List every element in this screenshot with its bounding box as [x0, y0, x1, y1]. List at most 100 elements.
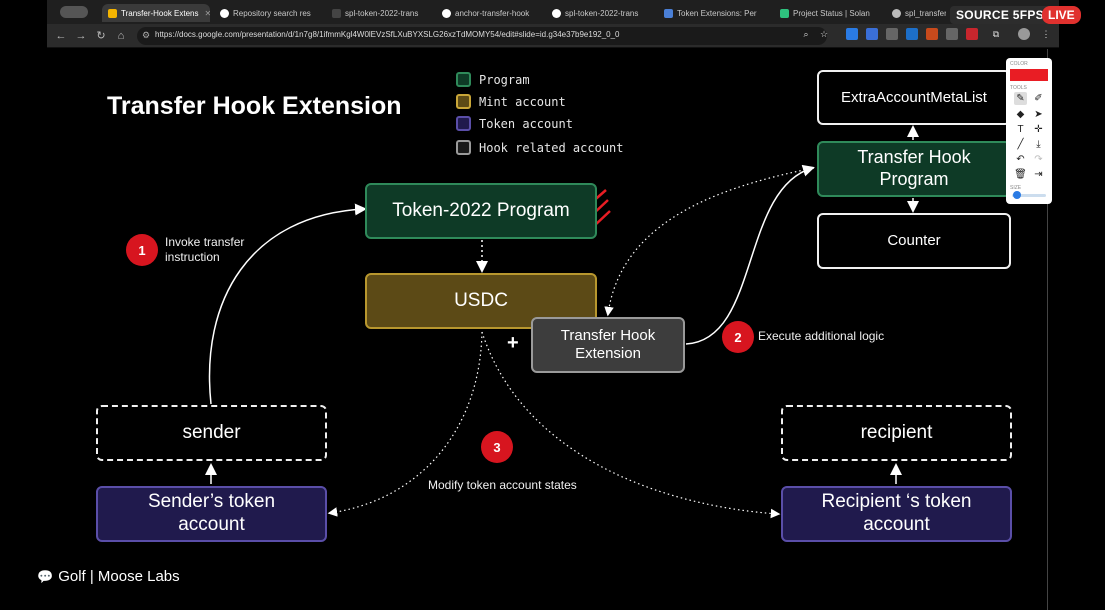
- legend-swatch: [456, 72, 471, 87]
- tab-label: Token Extensions: Per: [677, 8, 757, 18]
- extension-blue-icon[interactable]: [906, 28, 918, 40]
- tab-project-status[interactable]: Project Status | Solan: [774, 4, 884, 22]
- tab-label: Repository search res: [233, 8, 311, 18]
- size-slider-knob[interactable]: [1013, 191, 1021, 199]
- tab-spl-token-2[interactable]: spl-token-2022-trans: [546, 4, 652, 22]
- slides-icon: [108, 8, 117, 18]
- extensions-puzzle-icon[interactable]: ⧉: [992, 29, 1000, 39]
- step-note-2: Execute additional logic: [758, 329, 885, 343]
- size-slider[interactable]: [1012, 194, 1046, 197]
- live-badge: LIVE: [1042, 6, 1081, 24]
- tab-token-extensions[interactable]: Token Extensions: Per: [658, 4, 770, 22]
- legend-item-token: Token account: [456, 116, 573, 131]
- tab-label: spl_transfer_h: [905, 8, 946, 18]
- legend-swatch: [456, 116, 471, 131]
- chat-icon: 💬: [37, 568, 54, 584]
- color-swatch[interactable]: [1010, 69, 1048, 81]
- tool-color-label: COLOR: [1010, 61, 1028, 67]
- legend-swatch: [456, 140, 471, 155]
- github-icon: [552, 8, 561, 18]
- exit-icon[interactable]: ⇥: [1034, 169, 1043, 180]
- stream-footer: 💬 Golf | Moose Labs: [37, 568, 180, 585]
- extension-pen-icon[interactable]: [846, 28, 858, 40]
- arrow-hookprogram-to-ext: [604, 167, 815, 317]
- box-recipient: recipient: [781, 405, 1012, 461]
- legend-label: Token account: [479, 116, 573, 131]
- tab-search-button[interactable]: [60, 6, 88, 18]
- trash-icon[interactable]: 🗑: [1014, 169, 1027, 180]
- legend-item-mint: Mint account: [456, 94, 566, 109]
- legend-item-hook: Hook related account: [456, 140, 624, 155]
- tools-label: TOOLS: [1010, 85, 1027, 91]
- zoom-icon[interactable]: ⌕: [803, 29, 809, 39]
- undo-icon[interactable]: ↶: [1016, 154, 1025, 165]
- eraser-icon[interactable]: ◆: [1016, 109, 1025, 120]
- download-icon[interactable]: ⤓: [1036, 139, 1041, 150]
- tab-label: Project Status | Solan: [793, 8, 870, 18]
- footer-text: Golf | Moose Labs: [58, 568, 180, 585]
- extension-shield-icon[interactable]: [946, 28, 958, 40]
- step-badge-3: 3: [481, 431, 513, 463]
- tab-repo-search[interactable]: Repository search res: [214, 4, 322, 22]
- source-fps-badge: SOURCE 5FPS: [950, 6, 1050, 24]
- arrow-usdc-to-sender-token: [327, 331, 483, 517]
- file-icon: [332, 8, 341, 18]
- url-input[interactable]: ⚙ https://docs.google.com/presentation/d…: [137, 27, 827, 45]
- menu-dots-icon[interactable]: ⋮: [1041, 29, 1051, 39]
- extension-grid-icon[interactable]: [886, 28, 898, 40]
- home-icon[interactable]: ⌂: [117, 30, 125, 42]
- legend-label: Mint account: [479, 94, 566, 109]
- step-badge-1: 1: [126, 234, 158, 266]
- box-extra-account-meta-list: ExtraAccountMetaList: [817, 70, 1011, 125]
- box-transfer-hook-program: Transfer Hook Program: [817, 141, 1011, 197]
- docs-icon: [664, 8, 673, 18]
- slide-border: [1047, 49, 1048, 610]
- drawing-tool-panel: COLOR TOOLS ✎ ✐ ◆ ➤ T ✛ ╱ ⤓ ↶ ↷ 🗑 ⇥ SIZE: [1006, 58, 1052, 204]
- legend-label: Hook related account: [479, 140, 624, 155]
- extension-fox-icon[interactable]: [926, 28, 938, 40]
- forward-arrow-icon[interactable]: →: [75, 30, 87, 42]
- solana-icon: [780, 8, 789, 18]
- tab-label: Transfer-Hook Extens: [121, 8, 199, 18]
- text-icon[interactable]: T: [1017, 124, 1024, 135]
- github-icon: [220, 8, 229, 18]
- tab-spl-transfer-hook[interactable]: spl_transfer_h: [886, 4, 946, 22]
- redo-icon[interactable]: ↷: [1034, 154, 1043, 165]
- legend-swatch: [456, 94, 471, 109]
- extension-k-icon[interactable]: [866, 28, 878, 40]
- arrow-ext-to-hookprogram: [685, 164, 815, 345]
- box-recipient-token-account: Recipient ‘s token account: [781, 486, 1012, 542]
- arrow-sender-to-token2022: [208, 203, 367, 405]
- box-counter: Counter: [817, 213, 1011, 269]
- back-arrow-icon[interactable]: ←: [55, 30, 67, 42]
- pointer-icon[interactable]: ➤: [1034, 109, 1043, 120]
- plus-sign: +: [507, 332, 519, 354]
- url-text: https://docs.google.com/presentation/d/1…: [155, 30, 620, 39]
- box-transfer-hook-extension: Transfer Hook Extension: [531, 317, 685, 373]
- site-info-icon[interactable]: ⚙: [142, 30, 151, 40]
- tab-label: spl-token-2022-trans: [345, 8, 419, 18]
- avatar[interactable]: [1018, 28, 1030, 40]
- github-icon: [442, 8, 451, 18]
- line-icon[interactable]: ╱: [1017, 139, 1024, 150]
- extension-red-icon[interactable]: [966, 28, 978, 40]
- box-sender: sender: [96, 405, 327, 461]
- pen-icon[interactable]: ✎: [1014, 92, 1027, 105]
- reload-icon[interactable]: ↻: [96, 30, 106, 42]
- step-badge-2: 2: [722, 321, 754, 353]
- box-sender-token-account: Sender’s token account: [96, 486, 327, 542]
- tab-label: spl-token-2022-trans: [565, 8, 639, 18]
- tab-transfer-hook[interactable]: Transfer-Hook Extens ✕: [102, 4, 210, 22]
- size-label: SIZE: [1010, 185, 1022, 191]
- star-icon[interactable]: ☆: [819, 29, 829, 39]
- step-note-1: Invoke transfer instruction: [165, 235, 245, 264]
- move-icon[interactable]: ✛: [1034, 124, 1043, 135]
- box-token2022-program: Token-2022 Program: [365, 183, 597, 239]
- close-icon[interactable]: ✕: [204, 8, 210, 18]
- tab-spl-token-1[interactable]: spl-token-2022-trans: [326, 4, 432, 22]
- tab-anchor-transfer-hook[interactable]: anchor-transfer-hook: [436, 4, 542, 22]
- legend-item-program: Program: [456, 72, 530, 87]
- highlighter-icon[interactable]: ✐: [1034, 93, 1043, 104]
- step-note-3: Modify token account states: [428, 478, 577, 492]
